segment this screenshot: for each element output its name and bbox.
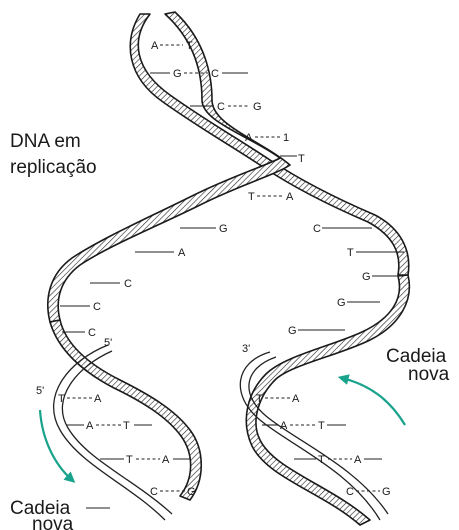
left-new-strand-caption: Cadeia nova — [10, 409, 110, 530]
right-base-3: G — [362, 271, 371, 283]
parent-strand-right-lower — [245, 274, 411, 526]
fork-label: 1 — [283, 132, 289, 144]
right-new-pairs: T A A T T A C G — [256, 393, 391, 498]
right-new-strand-inner — [248, 356, 389, 515]
left-new-pair-2-left: A — [86, 420, 94, 432]
right-3prime-label: 3' — [242, 343, 250, 355]
pair-1-left: A — [151, 40, 159, 52]
left-caption-line-1: Cadeia — [10, 498, 71, 519]
right-parent-bases: C T G G G — [288, 223, 404, 337]
pair-5-left: T — [248, 191, 255, 203]
right-direction-arrow — [337, 374, 406, 426]
right-new-strand-outer — [239, 351, 381, 521]
fork-single-base: T — [298, 153, 305, 165]
pair-3-left: C — [217, 101, 225, 113]
left-5prime-top-label: 5' — [104, 337, 112, 349]
right-new-pair-2-right: T — [318, 420, 325, 432]
pair-4: A 1 — [245, 132, 289, 144]
pair-2-left: G — [173, 68, 182, 80]
pair-2-right: C — [211, 68, 219, 80]
left-parent-bases: G A C C C — [60, 223, 228, 339]
top-base-pairs: A T G C C G A 1 T T A — [150, 40, 305, 203]
parent-strand-left-lower — [49, 319, 202, 501]
right-new-pair-3-right: A — [354, 454, 362, 466]
pair-5: T A — [248, 191, 294, 203]
left-base-4: C — [93, 301, 101, 313]
left-base-5: C — [88, 327, 96, 339]
left-base-1: G — [219, 223, 228, 235]
left-new-strand-outer — [53, 344, 166, 521]
title-line-2: replicação — [10, 157, 97, 178]
right-base-2: T — [347, 247, 354, 259]
new-strands — [53, 344, 389, 521]
pair-3-right: G — [253, 101, 262, 113]
right-caption-line-1: Cadeia — [386, 346, 447, 367]
right-base-5: G — [288, 325, 297, 337]
left-new-pairs: T A A T T A C G — [58, 393, 196, 498]
left-new-pair-4-left: C — [150, 486, 158, 498]
right-new-pair-4-right: G — [382, 486, 391, 498]
left-new-strand-inner — [61, 350, 173, 515]
right-base-4: G — [337, 297, 346, 309]
pair-3: C G — [190, 101, 262, 113]
pair-1: A T — [151, 40, 193, 52]
right-new-pair-4-left: C — [346, 486, 354, 498]
left-new-pair-3-left: T — [126, 454, 133, 466]
right-caption-line-2: nova — [408, 364, 450, 385]
pair-4-left: A — [245, 132, 253, 144]
title-line-1: DNA em — [10, 131, 81, 152]
right-new-pair-2-left: A — [280, 420, 288, 432]
right-new-pair-1-right: A — [292, 393, 300, 405]
right-new-strand-caption: Cadeia nova — [337, 346, 450, 426]
right-new-pair-3-left: T — [318, 454, 325, 466]
parent-helix — [47, 11, 411, 526]
right-base-1: C — [313, 223, 321, 235]
left-caption-line-2: nova — [32, 514, 74, 530]
left-direction-arrow — [38, 409, 76, 483]
left-new-pair-3-right: A — [162, 454, 170, 466]
diagram-title: DNA em replicação — [10, 131, 97, 178]
left-new-pair-4-right: G — [187, 486, 196, 498]
left-new-pair-1-left: T — [58, 393, 65, 405]
right-new-pair-1-left: T — [256, 393, 263, 405]
left-new-pair-1-right: A — [94, 393, 102, 405]
fork-base: T — [280, 153, 305, 165]
pair-1-right: T — [186, 40, 193, 52]
parent-strand-a — [129, 13, 410, 276]
left-new-pair-2-right: T — [123, 420, 130, 432]
left-base-2: A — [178, 247, 186, 259]
pair-5-right: A — [286, 191, 294, 203]
pair-2: G C — [150, 68, 248, 80]
left-5prime-label: 5' — [36, 385, 44, 397]
left-base-3: C — [124, 278, 132, 290]
